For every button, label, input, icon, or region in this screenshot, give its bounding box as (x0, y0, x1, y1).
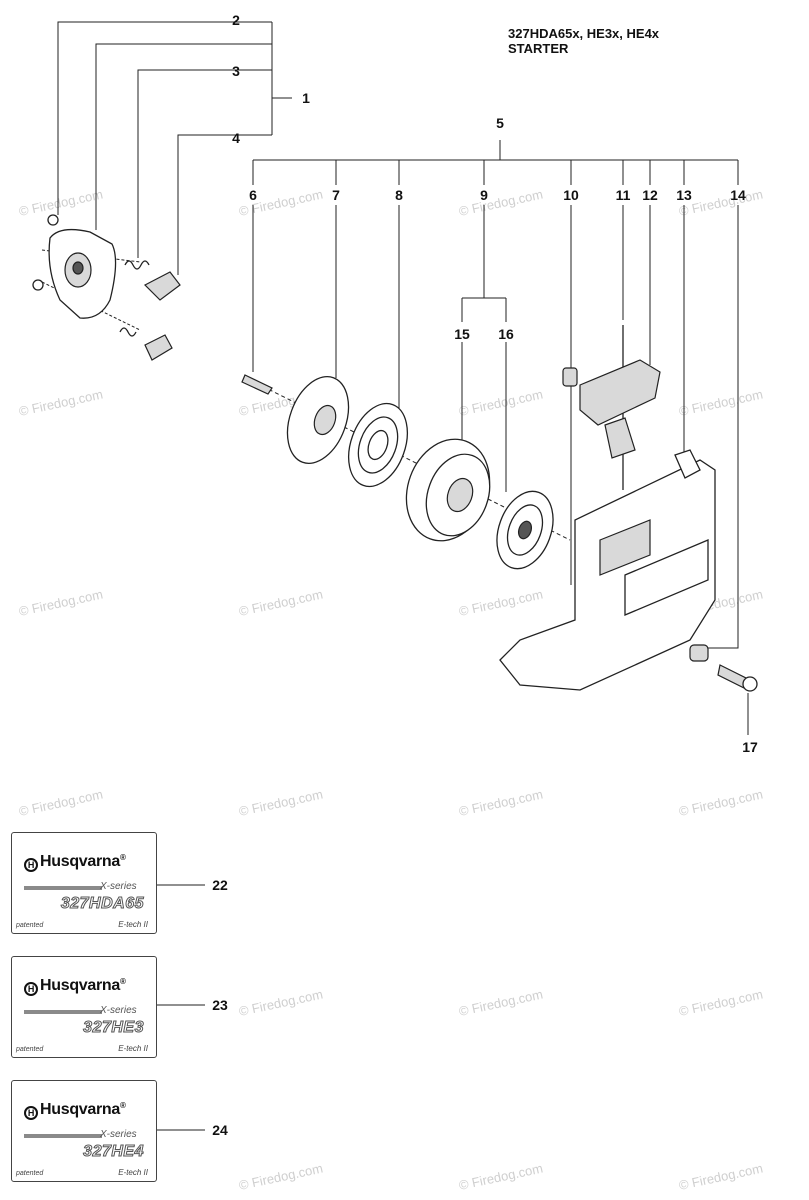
callout-17: 17 (742, 739, 758, 755)
callout-14: 14 (730, 187, 746, 203)
watermark: © Firedog.com (238, 1160, 325, 1192)
pawl-4b (144, 334, 173, 361)
leader-lines-decals (157, 884, 205, 1131)
callout-10: 10 (563, 187, 579, 203)
husqvarna-logo-icon: H (24, 982, 38, 996)
decal-model: 327HDA65 (60, 895, 144, 913)
pawl-4 (143, 271, 181, 301)
callout-24: 24 (212, 1122, 228, 1138)
decal-series: X-series (100, 881, 137, 892)
callout-8: 8 (395, 187, 403, 203)
callout-4: 4 (232, 130, 240, 146)
bushing-10 (562, 367, 578, 387)
decal-model: 327HE3 (83, 1019, 144, 1037)
watermark: © Firedog.com (238, 986, 325, 1018)
watermark: © Firedog.com (458, 1160, 545, 1192)
callout-3: 3 (232, 63, 240, 79)
watermark: © Firedog.com (678, 1160, 765, 1192)
decal-patented: patented (16, 1046, 44, 1053)
watermark: © Firedog.com (18, 186, 105, 218)
decal-etech: E-tech II (118, 920, 148, 929)
decal-patented: patented (16, 922, 44, 929)
callout-1: 1 (302, 90, 310, 106)
nut-2b (32, 279, 44, 291)
watermark: © Firedog.com (18, 786, 105, 818)
callout-5: 5 (496, 115, 504, 131)
brand-text: Husqvarna (40, 977, 120, 994)
decal-model: 327HE4 (83, 1143, 144, 1161)
decal-series: X-series (100, 1129, 137, 1140)
decal-etech: E-tech II (118, 1168, 148, 1177)
spring-3b (119, 327, 137, 337)
decal-series: X-series (100, 1005, 137, 1016)
callout-labels: 2 3 1 4 5 6 7 8 9 10 11 12 13 14 15 16 1… (212, 12, 758, 1138)
decal-patented: patented (16, 1170, 44, 1177)
starter-handle-12 (579, 359, 661, 426)
brand-text: Husqvarna (40, 1101, 120, 1118)
registered-icon: ® (120, 977, 126, 986)
decal-stripe (24, 1134, 102, 1138)
callout-2: 2 (232, 12, 240, 28)
watermark: © Firedog.com (18, 586, 105, 618)
brand-text: Husqvarna (40, 853, 120, 870)
leader-lines-assembly-1 (57, 21, 292, 275)
watermark: © Firedog.com (458, 786, 545, 818)
watermark: © Firedog.com (238, 586, 325, 618)
callout-9: 9 (480, 187, 488, 203)
callout-23: 23 (212, 997, 228, 1013)
assembly-1-parts (32, 214, 181, 361)
callout-13: 13 (676, 187, 692, 203)
callout-7: 7 (332, 187, 340, 203)
watermark: © Firedog.com (678, 386, 765, 418)
watermark: © Firedog.com (678, 786, 765, 818)
spacer-14 (689, 644, 709, 662)
callout-16: 16 (498, 326, 514, 342)
diagram-title-section: STARTER (508, 41, 569, 56)
watermark: © Firedog.com (458, 386, 545, 418)
handle-grip (604, 417, 636, 459)
callout-6: 6 (249, 187, 257, 203)
leader-lines-assembly-5 (252, 140, 749, 735)
decal-stripe (24, 886, 102, 890)
starter-housing-13 (499, 459, 716, 691)
watermark: © Firedog.com (458, 986, 545, 1018)
nut-2 (47, 214, 59, 226)
callout-22: 22 (212, 877, 228, 893)
screw-6 (241, 374, 273, 395)
assembly-5-parts (241, 325, 758, 692)
watermark: © Firedog.com (458, 586, 545, 618)
spring-3 (124, 260, 150, 270)
decal-stripe (24, 1010, 102, 1014)
watermark: © Firedog.com (458, 186, 545, 218)
decal-etech: E-tech II (118, 1044, 148, 1053)
callout-15: 15 (454, 326, 470, 342)
callout-12: 12 (642, 187, 658, 203)
watermark: © Firedog.com (238, 786, 325, 818)
watermark: © Firedog.com (18, 386, 105, 418)
watermark: © Firedog.com (678, 986, 765, 1018)
husqvarna-logo-icon: H (24, 858, 38, 872)
callout-11: 11 (616, 187, 631, 203)
registered-icon: ® (120, 853, 126, 862)
husqvarna-logo-icon: H (24, 1106, 38, 1120)
registered-icon: ® (120, 1101, 126, 1110)
diagram-title-models: 327HDA65x, HE3x, HE4x (508, 26, 660, 41)
